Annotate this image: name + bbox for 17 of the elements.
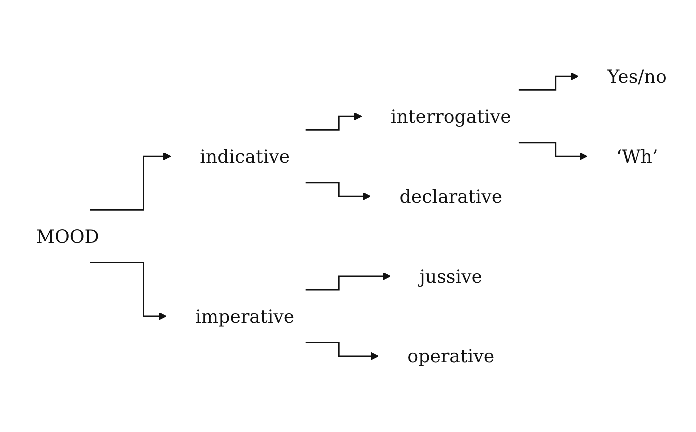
arrow — [518, 142, 588, 160]
arrow — [306, 112, 362, 130]
arrow — [518, 72, 579, 90]
node-text: interrogative — [390, 105, 512, 127]
node-text: ‘Wh’ — [616, 145, 658, 167]
arrow — [306, 182, 372, 200]
node-text: declarative — [400, 185, 503, 207]
node-text: indicative — [200, 145, 290, 167]
node-text: Yes/no — [608, 65, 667, 88]
arrow — [306, 342, 379, 360]
node-text: imperative — [196, 305, 295, 327]
arrow — [306, 272, 392, 290]
arrow — [90, 262, 167, 320]
node-text: jussive — [420, 265, 483, 287]
node-text: MOOD — [36, 225, 100, 247]
arrow — [90, 152, 172, 210]
node-text: operative — [408, 344, 495, 367]
